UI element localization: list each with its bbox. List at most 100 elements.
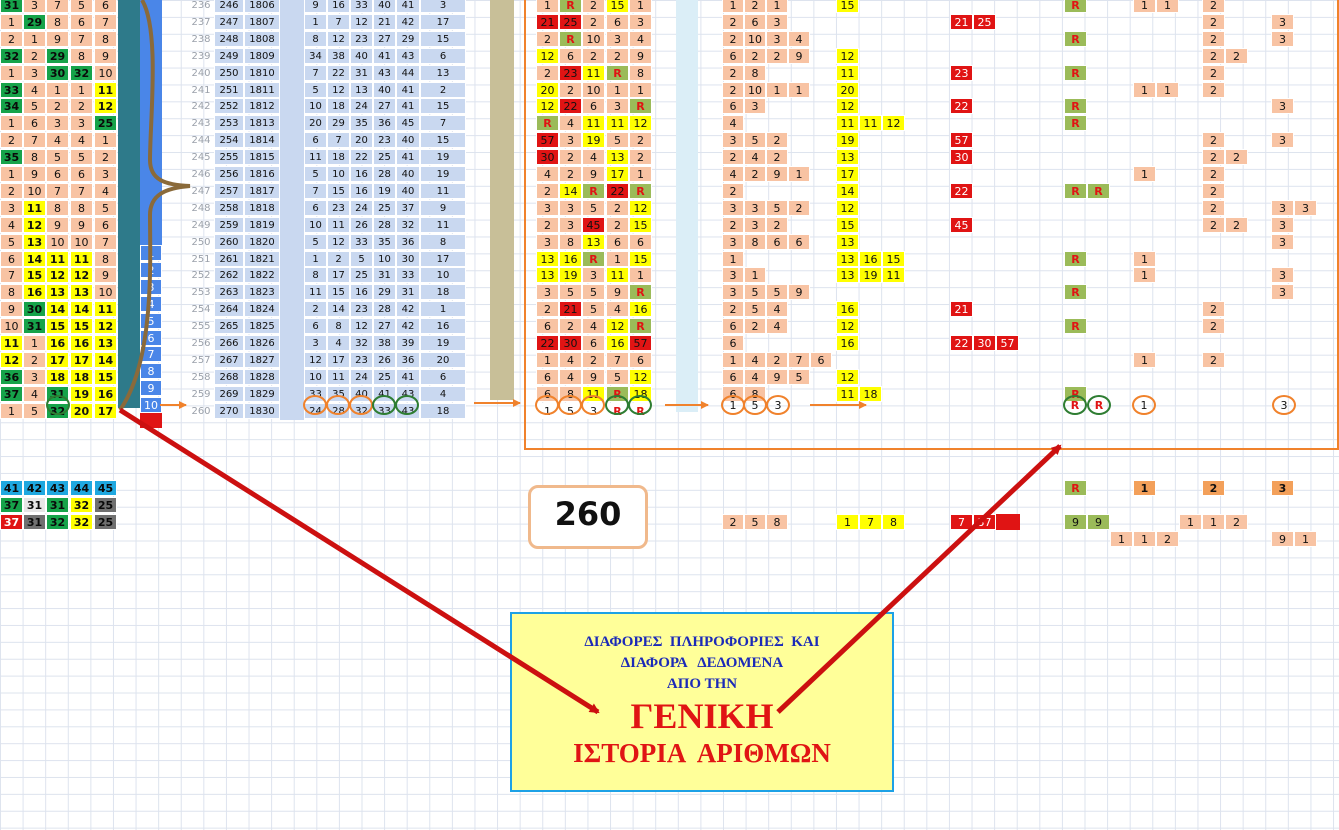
right-cell: 16 xyxy=(836,335,859,351)
left-cell: 14 xyxy=(23,250,46,267)
draw-cell: 17 xyxy=(420,250,466,267)
right-cell: 6 xyxy=(810,351,832,368)
right-cell: 11 xyxy=(859,115,882,132)
middle-cell: 2 xyxy=(536,30,559,47)
middle-cell: 6 xyxy=(582,335,605,351)
middle-cell: 4 xyxy=(536,166,559,182)
right-cell: 2 xyxy=(1202,64,1225,81)
left-cell: 10 xyxy=(70,233,93,250)
right-cell: 3 xyxy=(1271,98,1294,115)
draw-cell: 32 xyxy=(396,216,420,233)
right-cell: R xyxy=(1064,250,1087,267)
draw-cell: 1823 xyxy=(244,284,280,301)
middle-cell: 21 xyxy=(536,13,559,30)
draw-cell: 41 xyxy=(396,0,420,13)
left-cell: 32 xyxy=(0,47,23,64)
draw-cell: 266 xyxy=(214,335,244,351)
draw-cell: 31 xyxy=(350,64,373,81)
left-cell: 32 xyxy=(70,64,93,81)
draw-cell: 42 xyxy=(396,13,420,30)
left-cell: 16 xyxy=(46,335,69,351)
draw-cell: 23 xyxy=(350,30,373,47)
left-cell: 2 xyxy=(46,98,69,115)
left-cell: 6 xyxy=(94,216,117,233)
middle-cell: R xyxy=(629,284,652,301)
middle-cell: R xyxy=(559,30,582,47)
left-cell: 13 xyxy=(94,335,117,351)
middle-cell: 19 xyxy=(559,267,582,284)
right-cell: 30 xyxy=(950,149,973,166)
draw-cell: 43 xyxy=(396,47,420,64)
left-cell: 3 xyxy=(46,115,69,132)
draw-cell: 7 xyxy=(420,115,466,132)
left-cell: 8 xyxy=(94,250,117,267)
legend-cell: 43 xyxy=(46,480,69,496)
draw-cell: 16 xyxy=(420,318,466,335)
draw-cell: 38 xyxy=(327,47,350,64)
draw-cell: 265 xyxy=(214,318,244,335)
left-cell: 9 xyxy=(94,47,117,64)
right-cell: 22 xyxy=(950,182,973,199)
left-cell: 6 xyxy=(23,115,46,132)
left-cell: 2 xyxy=(70,98,93,115)
draw-cell: 12 xyxy=(327,30,350,47)
middle-cell: 16 xyxy=(559,250,582,267)
summary-header: 2 xyxy=(1202,480,1225,496)
middle-cell: 2 xyxy=(582,351,605,368)
left-cell: 13 xyxy=(23,233,46,250)
left-cell: 11 xyxy=(46,250,69,267)
middle-cell: 2 xyxy=(606,199,629,216)
right-cell: 5 xyxy=(744,132,766,149)
draw-cell: 44 xyxy=(396,64,420,81)
right-cell: 2 xyxy=(722,301,744,318)
left-cell: 8 xyxy=(94,30,117,47)
draw-cell: 43 xyxy=(396,385,420,402)
draw-cell: 11 xyxy=(304,284,327,301)
draw-cell: 18 xyxy=(420,402,466,419)
right-cell: 1 xyxy=(1156,81,1179,98)
middle-cell: R xyxy=(536,115,559,132)
left-cell: 9 xyxy=(46,216,69,233)
middle-cell: 3 xyxy=(629,13,652,30)
left-cell: 31 xyxy=(46,385,69,402)
left-cell: 2 xyxy=(23,351,46,368)
right-cell: 17 xyxy=(836,166,859,182)
left-cell: 2 xyxy=(94,149,117,166)
draw-cell: 1830 xyxy=(244,402,280,419)
draw-cell: 1829 xyxy=(244,385,280,402)
middle-cell: 6 xyxy=(606,13,629,30)
left-cell: 34 xyxy=(0,98,23,115)
legend-cell: 41 xyxy=(0,480,23,496)
right-cell: 2 xyxy=(1202,301,1225,318)
legend-cell: 44 xyxy=(70,480,93,496)
right-cell: 2 xyxy=(744,318,766,335)
right-cell: 2 xyxy=(1202,47,1225,64)
left-cell: 12 xyxy=(0,351,23,368)
left-cell: 9 xyxy=(70,216,93,233)
draw-cell: 251 xyxy=(214,81,244,98)
draw-cell: 39 xyxy=(396,335,420,351)
left-cell: 12 xyxy=(94,318,117,335)
left-cell: 9 xyxy=(94,267,117,284)
draw-cell: 26 xyxy=(373,351,396,368)
right-cell: 6 xyxy=(722,385,744,402)
draw-cell: 262 xyxy=(214,267,244,284)
right-cell: 10 xyxy=(744,30,766,47)
middle-cell: 12 xyxy=(536,47,559,64)
right-cell: 2 xyxy=(1202,81,1225,98)
draw-cell: 31 xyxy=(396,284,420,301)
right-cell: 8 xyxy=(744,64,766,81)
left-cell: 10 xyxy=(94,64,117,81)
draw-cell: 40 xyxy=(350,385,373,402)
left-cell: 9 xyxy=(23,166,46,182)
left-cell: 7 xyxy=(70,182,93,199)
draw-cell: 6 xyxy=(304,199,327,216)
draw-cell: 260 xyxy=(214,233,244,250)
orange-frame xyxy=(524,0,1339,450)
left-cell: 15 xyxy=(70,318,93,335)
right-cell: 2 xyxy=(744,47,766,64)
draw-cell: 5 xyxy=(304,81,327,98)
right-cell: 2 xyxy=(766,132,788,149)
info-title: ΓΕΝΙΚΗ xyxy=(630,696,774,736)
draw-cell: 16 xyxy=(350,284,373,301)
